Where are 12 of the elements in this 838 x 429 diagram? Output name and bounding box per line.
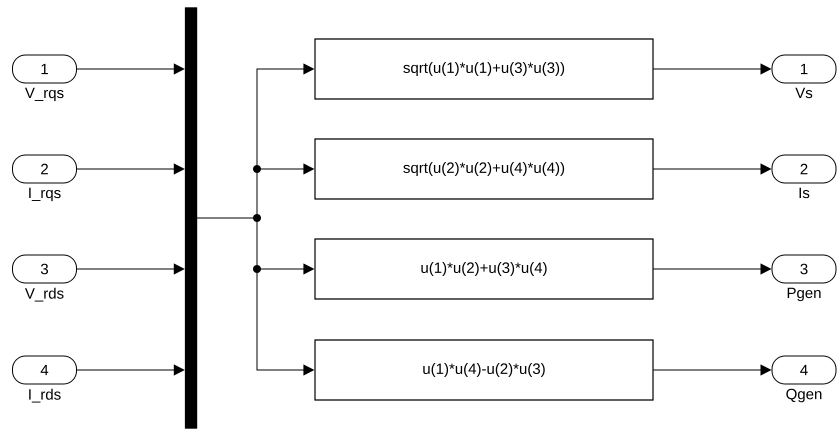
function-box: sqrt(u(2)*u(2)+u(4)*u(4)): [314, 138, 654, 200]
port-label: V_rqs: [24, 88, 64, 102]
function-box: u(1)*u(4)-u(2)*u(3): [314, 339, 654, 401]
port-label: I_rds: [29, 388, 61, 403]
port-label: V_rds: [24, 288, 64, 302]
port-label: Pgen: [788, 288, 821, 302]
port-label: Qgen: [786, 388, 822, 402]
port-label: Vs: [795, 88, 812, 98]
function-box: u(1)*u(2)+u(3)*u(4): [314, 238, 654, 300]
port-label: Is: [800, 188, 810, 198]
port-label: I_rqs: [29, 188, 61, 202]
function-box: sqrt(u(1)*u(1)+u(3)*u(3)): [314, 38, 654, 100]
